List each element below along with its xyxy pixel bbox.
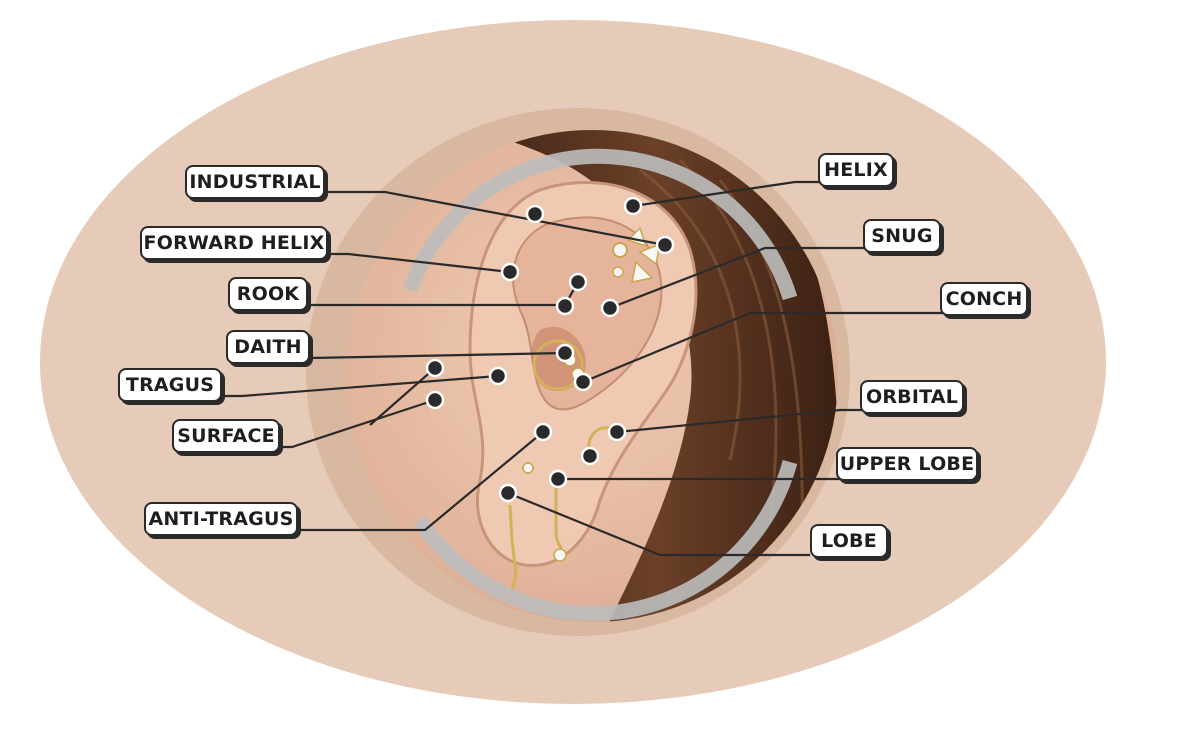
label-helix: HELIX — [818, 153, 894, 187]
line-helix — [632, 180, 820, 208]
marker-industrial-1 — [525, 204, 545, 224]
marker-upper-lobe — [548, 469, 568, 489]
label-industrial: INDUSTRIAL — [185, 165, 325, 199]
marker-tragus — [488, 366, 508, 386]
marker-orbital-1 — [607, 422, 627, 442]
marker-forward-helix — [500, 262, 520, 282]
marker-rook-1 — [568, 272, 588, 292]
line-conch — [582, 311, 945, 384]
line-anti-tragus — [298, 431, 544, 532]
label-rook: ROOK — [228, 277, 308, 311]
line-snug — [609, 246, 865, 310]
top-arc — [402, 148, 798, 301]
label-snug: SNUG — [863, 219, 941, 253]
bottom-arc — [413, 460, 798, 622]
line-daith — [309, 351, 566, 360]
marker-helix — [623, 196, 643, 216]
label-tragus: TRAGUS — [118, 368, 222, 402]
label-conch: CONCH — [940, 282, 1028, 316]
label-daith: DAITH — [226, 330, 310, 364]
marker-surface-1 — [425, 358, 445, 378]
label-lobe: LOBE — [810, 524, 888, 558]
line-tragus — [222, 374, 499, 398]
marker-snug — [600, 298, 620, 318]
marker-orbital-2 — [580, 446, 600, 466]
marker-anti-tragus — [533, 422, 553, 442]
marker-rook-2 — [555, 296, 575, 316]
markers — [425, 196, 675, 503]
marker-surface-2 — [425, 390, 445, 410]
marker-daith — [555, 343, 575, 363]
label-anti-tragus: ANTI-TRAGUS — [144, 502, 298, 536]
line-orbital — [616, 408, 862, 434]
marker-lobe — [498, 483, 518, 503]
line-forward-helix — [325, 252, 511, 274]
marker-industrial-2 — [655, 235, 675, 255]
hair — [470, 130, 838, 622]
marker-conch — [573, 372, 593, 392]
line-surface — [280, 367, 436, 449]
label-forward-helix: FORWARD HELIX — [140, 226, 328, 260]
line-lobe — [507, 491, 810, 557]
line-industrial — [325, 190, 666, 247]
label-upper-lobe: UPPER LOBE — [836, 447, 978, 481]
label-surface: SURFACE — [172, 419, 280, 453]
label-orbital: ORBITAL — [860, 380, 964, 414]
